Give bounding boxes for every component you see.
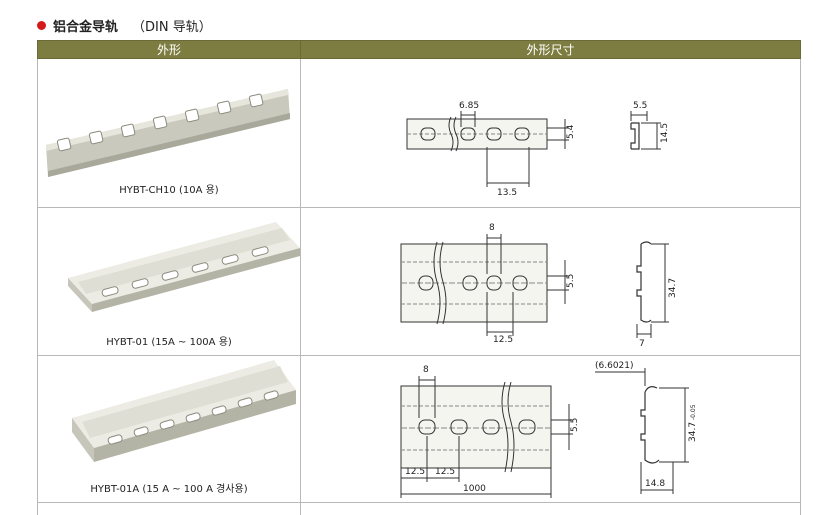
dim-tolerance: -0.05 bbox=[690, 404, 697, 420]
dim-top: 5.5 bbox=[633, 101, 647, 111]
dimension-drawing-cell: 6.85 13.5 5.4 5.5 14.5 bbox=[301, 59, 801, 208]
dim-height: 14.5 bbox=[660, 123, 670, 143]
dim-flange: 7 bbox=[639, 339, 645, 349]
drawing-01a: 8 12.5 12.5 1000 5.5 (6.6021) 34.7 -0.05… bbox=[301, 356, 801, 502]
empty-cell bbox=[38, 503, 301, 515]
dim-pitch: 6.85 bbox=[459, 101, 479, 111]
table-row: HYBT-01 (15A ~ 100A 용) bbox=[38, 208, 801, 356]
rail-photo-cell: HYBT-CH10 (10A 용) bbox=[38, 59, 301, 208]
section-title: 铝合金导轨 bbox=[53, 16, 118, 35]
dimension-drawing-cell: 8 12.5 5.5 34.7 7 bbox=[301, 208, 801, 356]
table-row: HYBT-01A (15 A ~ 100 A 경사용) bbox=[38, 356, 801, 503]
table-row bbox=[38, 503, 801, 515]
bullet-icon bbox=[37, 21, 46, 30]
dim-hole: 5.5 bbox=[566, 274, 576, 288]
table-row: HYBT-CH10 (10A 용) bbox=[38, 59, 801, 208]
spec-table: 外形 外形尺寸 HYBT-CH10 (10A 용) bbox=[37, 40, 801, 515]
dim-width: 14.8 bbox=[645, 479, 665, 489]
drawing-ch10: 6.85 13.5 5.4 5.5 14.5 bbox=[301, 59, 801, 207]
section-subtitle: （DIN 导轨） bbox=[132, 16, 212, 35]
dim-hole: 5.4 bbox=[566, 124, 576, 139]
dim-height: 34.7 bbox=[688, 422, 698, 442]
dimension-drawing-cell: 8 12.5 12.5 1000 5.5 (6.6021) 34.7 -0.05… bbox=[301, 356, 801, 503]
dim-height: 34.7 bbox=[668, 278, 678, 298]
model-label: HYBT-CH10 (10A 용) bbox=[38, 181, 300, 196]
table-header-row: 外形 外形尺寸 bbox=[38, 41, 801, 59]
dim-spacing: 13.5 bbox=[497, 188, 517, 198]
dim-hole: 5.5 bbox=[570, 418, 580, 432]
dim-spacing-a: 12.5 bbox=[405, 467, 425, 477]
dim-pitch: 8 bbox=[489, 223, 495, 233]
dim-length: 1000 bbox=[463, 484, 486, 494]
header-dimensions: 外形尺寸 bbox=[301, 41, 801, 59]
dim-top: (6.6021) bbox=[595, 361, 634, 371]
model-label: HYBT-01 (15A ~ 100A 용) bbox=[38, 333, 300, 348]
dim-spacing: 12.5 bbox=[493, 335, 513, 345]
header-appearance: 外形 bbox=[38, 41, 301, 59]
dim-spacing-b: 12.5 bbox=[435, 467, 455, 477]
drawing-01: 8 12.5 5.5 34.7 7 bbox=[301, 208, 801, 355]
section-title-bar: 铝合金导轨 （DIN 导轨） bbox=[37, 14, 212, 36]
rail-photo-cell: HYBT-01A (15 A ~ 100 A 경사용) bbox=[38, 356, 301, 503]
empty-cell bbox=[301, 503, 801, 515]
rail-photo-cell: HYBT-01 (15A ~ 100A 용) bbox=[38, 208, 301, 356]
dim-pitch: 8 bbox=[423, 365, 429, 375]
model-label: HYBT-01A (15 A ~ 100 A 경사용) bbox=[38, 480, 300, 495]
